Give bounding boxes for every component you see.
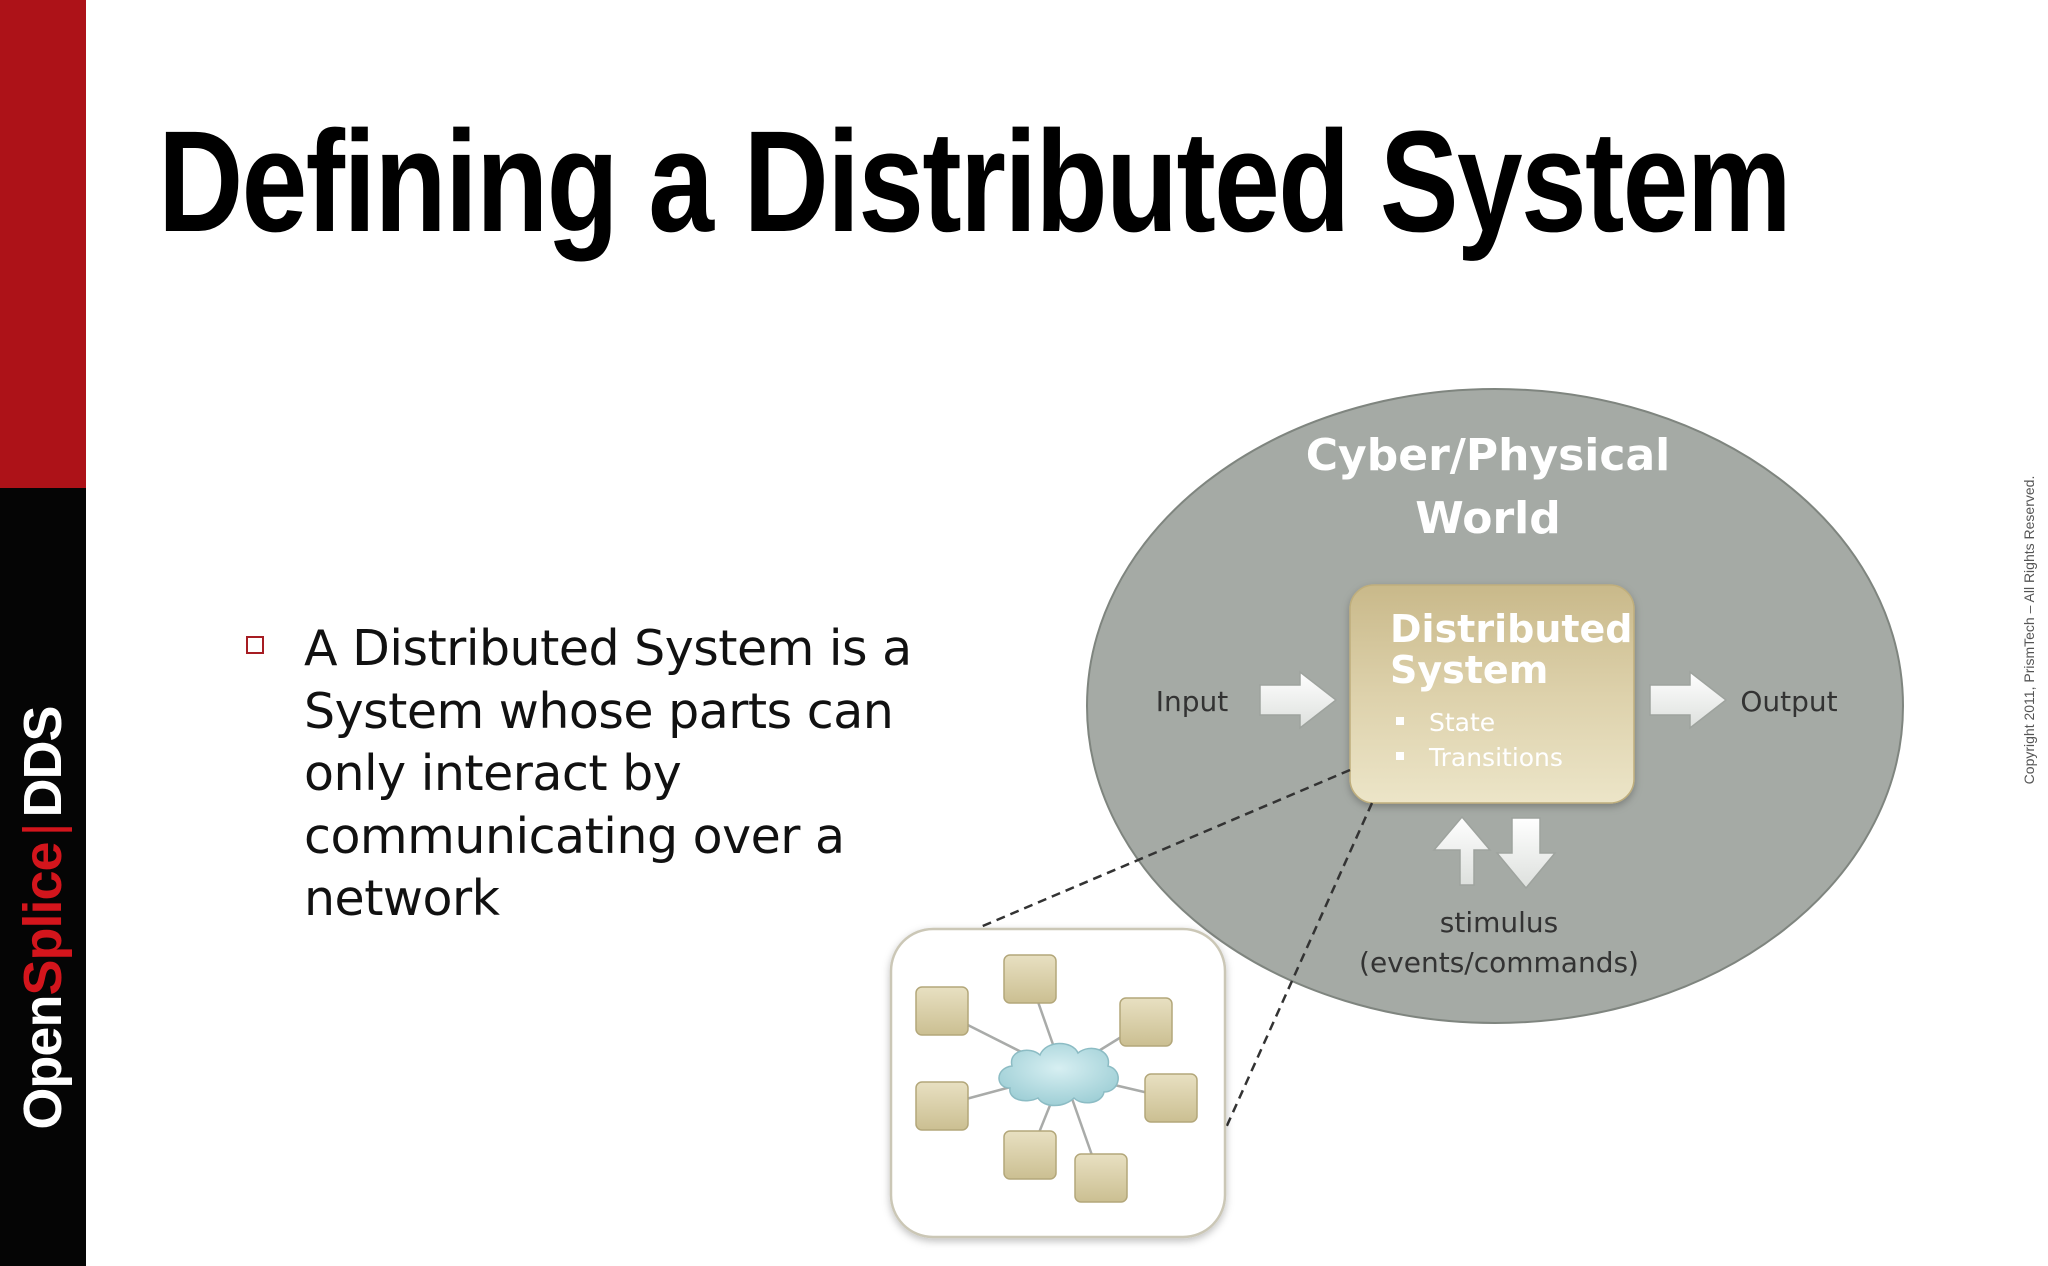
output-arrow-icon [1649,670,1728,730]
network-node [915,986,969,1036]
network-nodes [915,954,1198,1203]
input-label: Input [1156,685,1229,718]
system-label-line1: Distributed [1390,607,1633,651]
bullet-text: A Distributed System is a System whose p… [304,620,912,927]
world-label-line1: Cyber/Physical [1306,430,1670,481]
network-node [1003,1130,1057,1180]
distributed-system-box [1349,584,1635,804]
state-bullet-icon [1396,717,1404,725]
network-node [1003,954,1057,1004]
slide-title: Defining a Distributed System [158,101,1792,262]
sidebar-black-band [0,488,86,1266]
network-node [1119,997,1173,1047]
state-label: State [1429,708,1495,737]
world-label-line2: World [1415,493,1560,544]
stimulus-label-line2: (events/commands) [1359,946,1639,979]
transitions-bullet-icon [1396,752,1404,760]
transitions-label: Transitions [1428,743,1563,772]
system-label-line2: System [1390,648,1548,692]
zoom-line-top [977,768,1351,930]
down-arrow-icon [1495,817,1557,890]
network-node [1144,1073,1198,1123]
sidebar-red-band [0,0,86,488]
cloud-icon [998,1042,1119,1107]
bullet-square-icon [246,636,264,654]
network-node [1074,1153,1128,1203]
output-label: Output [1740,685,1837,718]
network-node [915,1081,969,1131]
up-arrow-icon [1432,815,1492,886]
input-arrow-icon [1259,670,1338,730]
stimulus-label-line1: stimulus [1440,906,1558,939]
